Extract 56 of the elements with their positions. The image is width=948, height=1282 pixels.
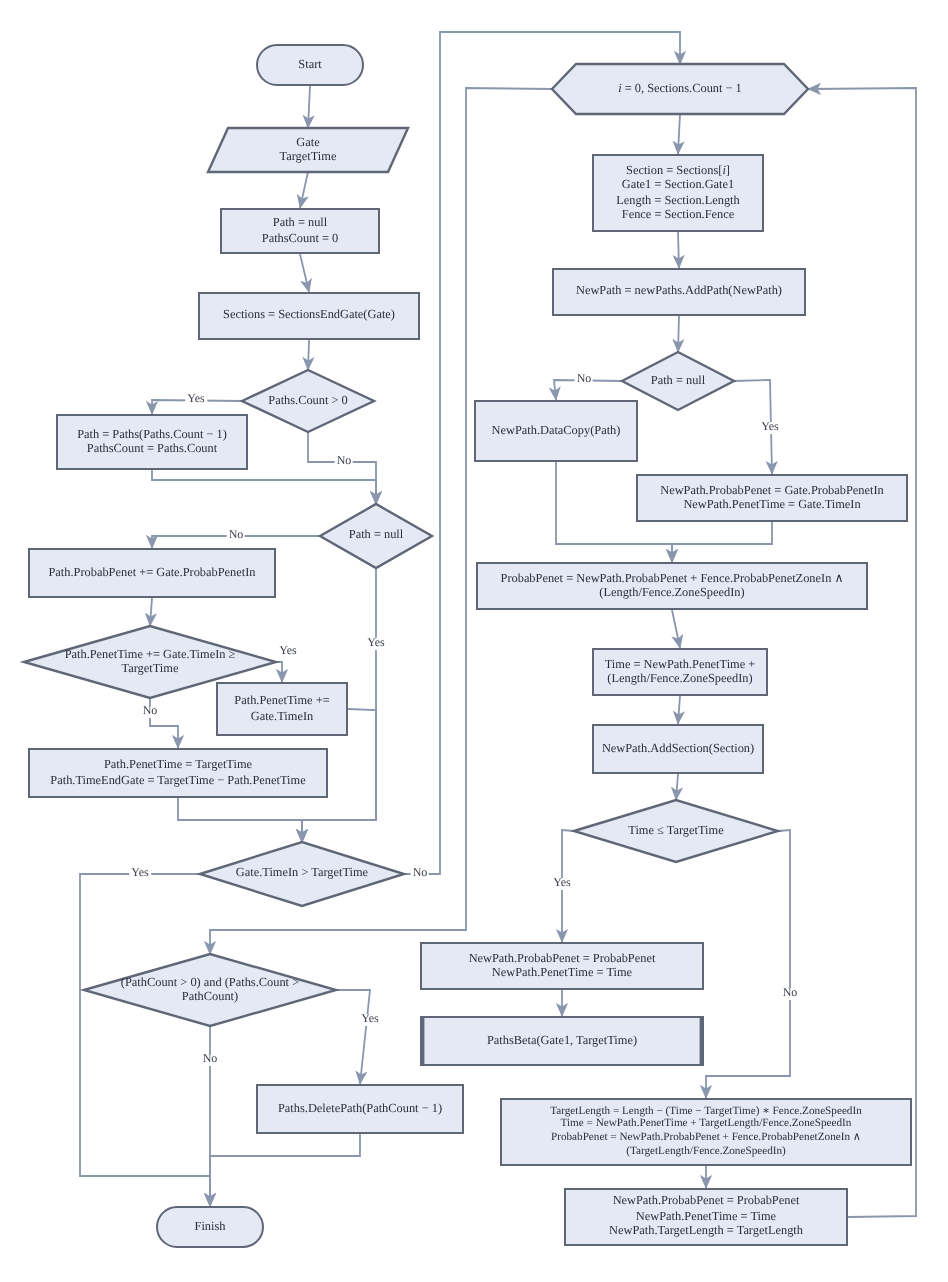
connector-arrow	[275, 661, 289, 683]
decision-diamond	[622, 352, 734, 410]
process-box	[56, 414, 248, 470]
connector-arrow	[299, 253, 312, 293]
connector-arrow	[302, 85, 315, 129]
connector-arrow	[555, 829, 575, 943]
decision-diamond	[200, 842, 404, 906]
decision-diamond	[574, 800, 778, 862]
process-box	[474, 400, 638, 462]
process-box	[220, 208, 380, 254]
process-box	[552, 268, 806, 316]
connector-arrow	[151, 469, 383, 505]
connector-arrow	[672, 231, 685, 269]
connector-arrow	[671, 609, 684, 649]
connector-arrow	[149, 697, 185, 749]
process-box	[636, 474, 908, 522]
process-box	[476, 562, 868, 610]
connector-arrow	[302, 339, 315, 371]
connector-arrow	[699, 829, 791, 1099]
subroutine-box	[420, 1016, 704, 1066]
process-box	[198, 292, 420, 340]
connector-arrow	[335, 989, 371, 1085]
decision-diamond	[320, 504, 432, 568]
loop-hexagon	[552, 64, 808, 114]
process-box	[28, 748, 328, 798]
decision-diamond	[84, 954, 336, 1026]
decision-diamond	[24, 626, 276, 698]
connector-arrow	[672, 315, 685, 353]
process-box	[28, 548, 276, 598]
connector-arrow	[807, 82, 917, 1218]
connector-arrow	[733, 379, 778, 475]
connector-arrow	[665, 521, 773, 563]
connector-arrow	[203, 1133, 361, 1207]
process-box	[500, 1098, 912, 1166]
connector-arrow	[672, 695, 686, 725]
process-box	[420, 942, 704, 990]
connector-arrow	[144, 597, 158, 627]
terminal-shape	[156, 1206, 264, 1248]
process-box	[216, 682, 348, 736]
process-box	[592, 724, 764, 774]
connector-arrow	[296, 171, 309, 209]
connector-arrow	[145, 534, 321, 549]
terminal-shape	[256, 44, 364, 86]
connector-arrow	[555, 989, 569, 1017]
input-parallelogram	[208, 128, 408, 172]
connector-arrow	[670, 773, 684, 801]
connector-arrow	[177, 797, 309, 843]
connector-arrow	[403, 31, 687, 875]
connector-arrow	[672, 113, 685, 155]
connector-arrow	[203, 87, 553, 955]
connector-arrow	[699, 1165, 713, 1189]
process-box	[256, 1084, 464, 1134]
process-box	[564, 1188, 848, 1246]
process-box	[592, 648, 768, 696]
decision-diamond	[242, 370, 374, 432]
process-box	[592, 154, 764, 232]
